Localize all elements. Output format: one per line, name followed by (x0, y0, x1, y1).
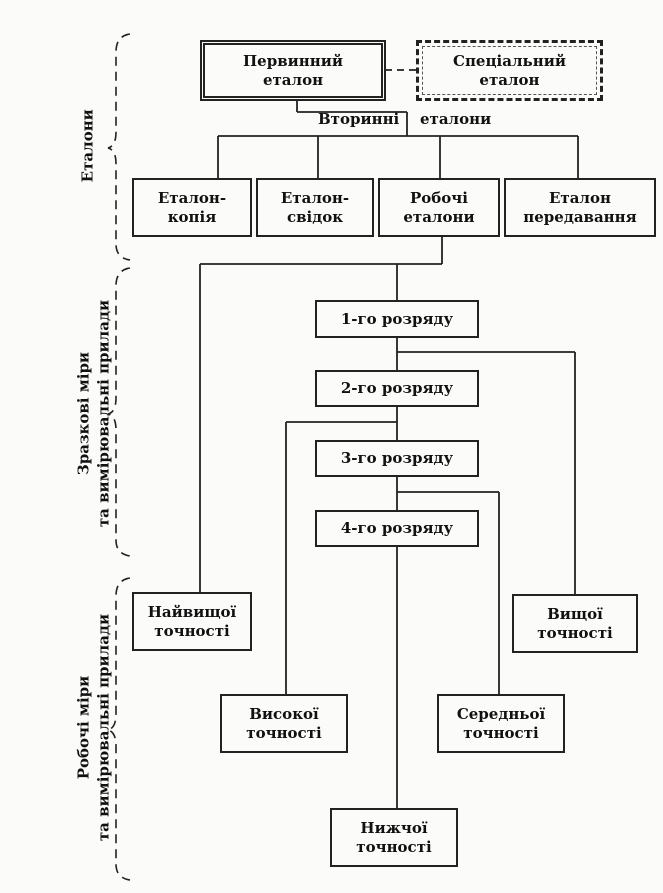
rank-1-box: 1-го розряду (315, 300, 479, 338)
standards-brace (107, 33, 131, 261)
working-brace (107, 577, 131, 881)
reference-brace (107, 267, 131, 557)
working-standards-box: Робочі еталони (378, 178, 500, 237)
rank-4-box: 4-го розряду (315, 510, 479, 547)
copy-standard-box: Еталон- копія (132, 178, 252, 237)
secondary-standards-label-2: еталони (420, 110, 492, 128)
rank-2-box: 2-го розряду (315, 370, 479, 407)
lower-accuracy-box: Нижчої точності (330, 808, 458, 867)
medium-accuracy-box: Середньої точності (437, 694, 565, 753)
high-accuracy-box: Високої точності (220, 694, 348, 753)
rank-3-box: 3-го розряду (315, 440, 479, 477)
highest-accuracy-box: Найвищої точності (132, 592, 252, 651)
standards-group-label: Еталони (78, 109, 97, 183)
primary-standard-box: Первинний еталон (200, 40, 386, 101)
transfer-standard-box: Еталон передавання (504, 178, 656, 237)
secondary-standards-label-1: Вторинні (318, 110, 400, 128)
special-standard-box: Спеціальний еталон (416, 40, 603, 101)
higher-accuracy-box: Вищої точності (512, 594, 638, 653)
witness-standard-box: Еталон- свідок (256, 178, 374, 237)
reference-group-label: Зразкові міри та вимірювальні прилади (74, 299, 113, 528)
working-group-label: Робочі міри та вимірювальні прилади (74, 613, 113, 842)
